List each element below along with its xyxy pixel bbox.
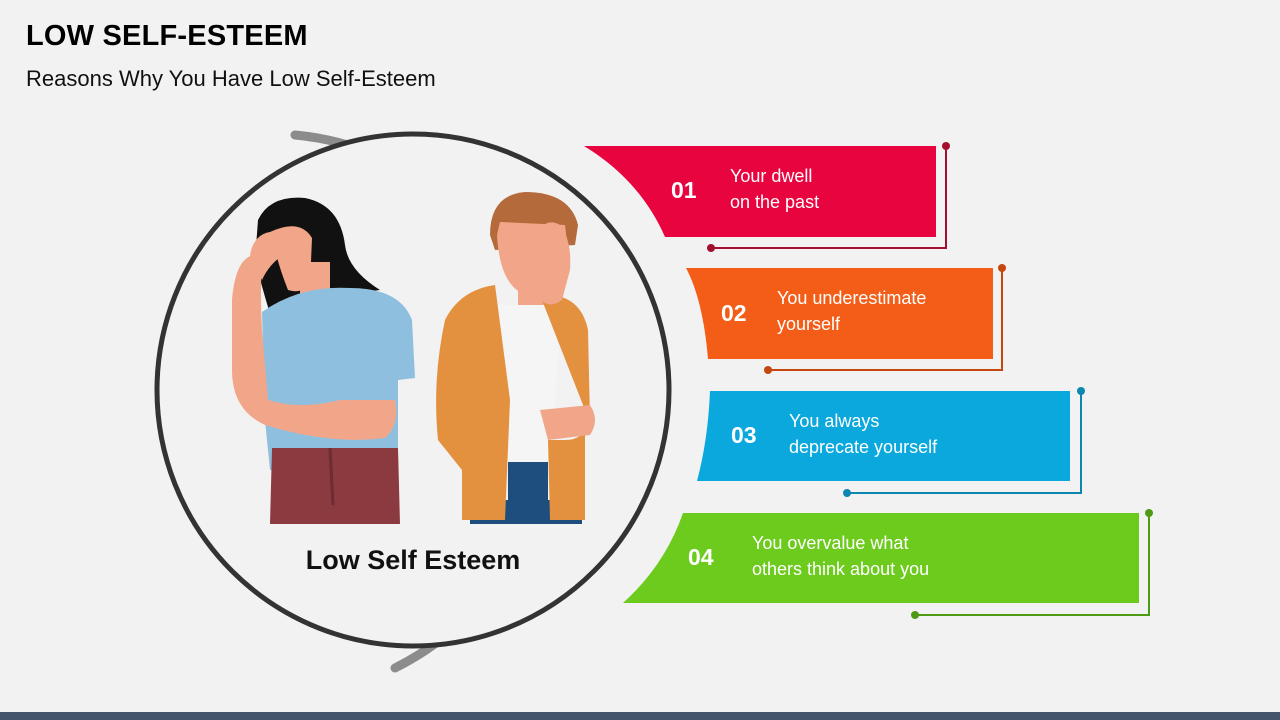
reason-text-02: You underestimate yourself bbox=[777, 288, 927, 334]
reason-number-04: 04 bbox=[688, 544, 714, 570]
woman-facepalm-icon bbox=[232, 197, 415, 524]
illustration-caption: Low Self Esteem bbox=[305, 545, 521, 575]
reason-number-01: 01 bbox=[671, 177, 697, 203]
reason-number-03: 03 bbox=[731, 422, 757, 448]
reason-number-02: 02 bbox=[721, 300, 747, 326]
reason-text-04: You overvalue what others think about yo… bbox=[752, 533, 930, 579]
man-facepalm-icon bbox=[436, 192, 595, 524]
reason-banner-02 bbox=[686, 264, 1006, 374]
bottom-bar bbox=[0, 712, 1280, 720]
reason-banner-01 bbox=[584, 142, 950, 252]
reason-text-01: Your dwell on the past bbox=[730, 166, 820, 212]
reason-banner-04 bbox=[623, 509, 1153, 619]
reason-banner-03 bbox=[697, 387, 1085, 497]
reason-text-03: You always deprecate yourself bbox=[789, 411, 938, 457]
slide-subtitle: Reasons Why You Have Low Self-Esteem bbox=[26, 66, 436, 91]
slide-title: LOW SELF-ESTEEM bbox=[26, 20, 308, 52]
